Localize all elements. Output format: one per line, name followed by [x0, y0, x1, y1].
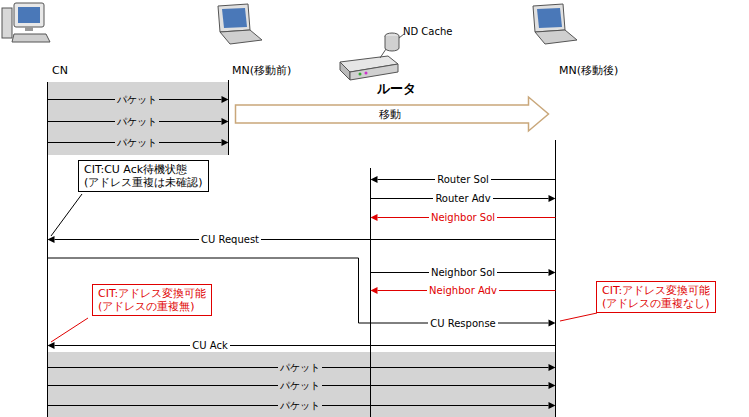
node-text: (アドレスの重複無): [98, 300, 206, 313]
participant-label: CN: [51, 64, 69, 77]
message-label: Router Adv: [433, 193, 492, 204]
message-arrow: [48, 236, 556, 243]
participant-label: MN(移動前): [231, 64, 292, 77]
message-arrow: [48, 342, 556, 349]
state-callout: CIT:アドレス変換可能(アドレスの重複なし): [596, 281, 716, 313]
leader-line: [51, 194, 82, 236]
node-text: CIT:CU Ack待機状態: [84, 163, 203, 176]
laptop-icon: [218, 4, 262, 44]
router-icon: [340, 33, 404, 80]
lifelines: [48, 80, 556, 417]
computer-icon: [2, 3, 50, 42]
message-label: CU Response: [428, 318, 498, 329]
node-text: MN(移動前): [232, 64, 291, 77]
movement-arrow: [236, 97, 549, 131]
message-arrow: [48, 258, 556, 327]
message-label: パケット: [278, 380, 322, 391]
leader-line: [51, 313, 597, 342]
message-label: Neighbor Sol: [429, 267, 497, 278]
message-label: Neighbor Adv: [427, 285, 499, 296]
laptop-icon: [533, 4, 577, 44]
message-label: パケット: [278, 400, 322, 411]
node-text: ルータ: [377, 82, 416, 95]
message-label: 移動: [377, 109, 403, 120]
message-label: パケット: [278, 362, 322, 373]
message-label: Router Sol: [435, 174, 491, 185]
node-text: CIT:アドレス変換可能: [602, 284, 710, 297]
message-label: Neighbor Sol: [429, 212, 497, 223]
message-label: パケット: [115, 94, 159, 105]
node-text: (アドレス重複は未確認): [84, 176, 203, 189]
state-callout: CIT:アドレス変換可能(アドレスの重複無): [92, 284, 212, 316]
annotation-label: ND Cache: [403, 26, 452, 37]
packet-band: [47, 352, 555, 417]
node-text: (アドレスの重複なし): [602, 297, 710, 310]
node-text: CN: [52, 64, 68, 77]
node-text: CIT:アドレス変換可能: [98, 287, 206, 300]
participant-label: ルータ: [376, 82, 417, 95]
message-label: パケット: [115, 137, 159, 148]
message-label: CU Ack: [190, 340, 229, 351]
participant-label: MN(移動後): [558, 64, 619, 77]
node-text: MN(移動後): [559, 64, 618, 77]
state-callout: CIT:CU Ack待機状態(アドレス重複は未確認): [78, 160, 209, 192]
packet-band: [47, 82, 228, 155]
message-label: CU Request: [199, 234, 261, 245]
message-label: パケット: [115, 116, 159, 127]
